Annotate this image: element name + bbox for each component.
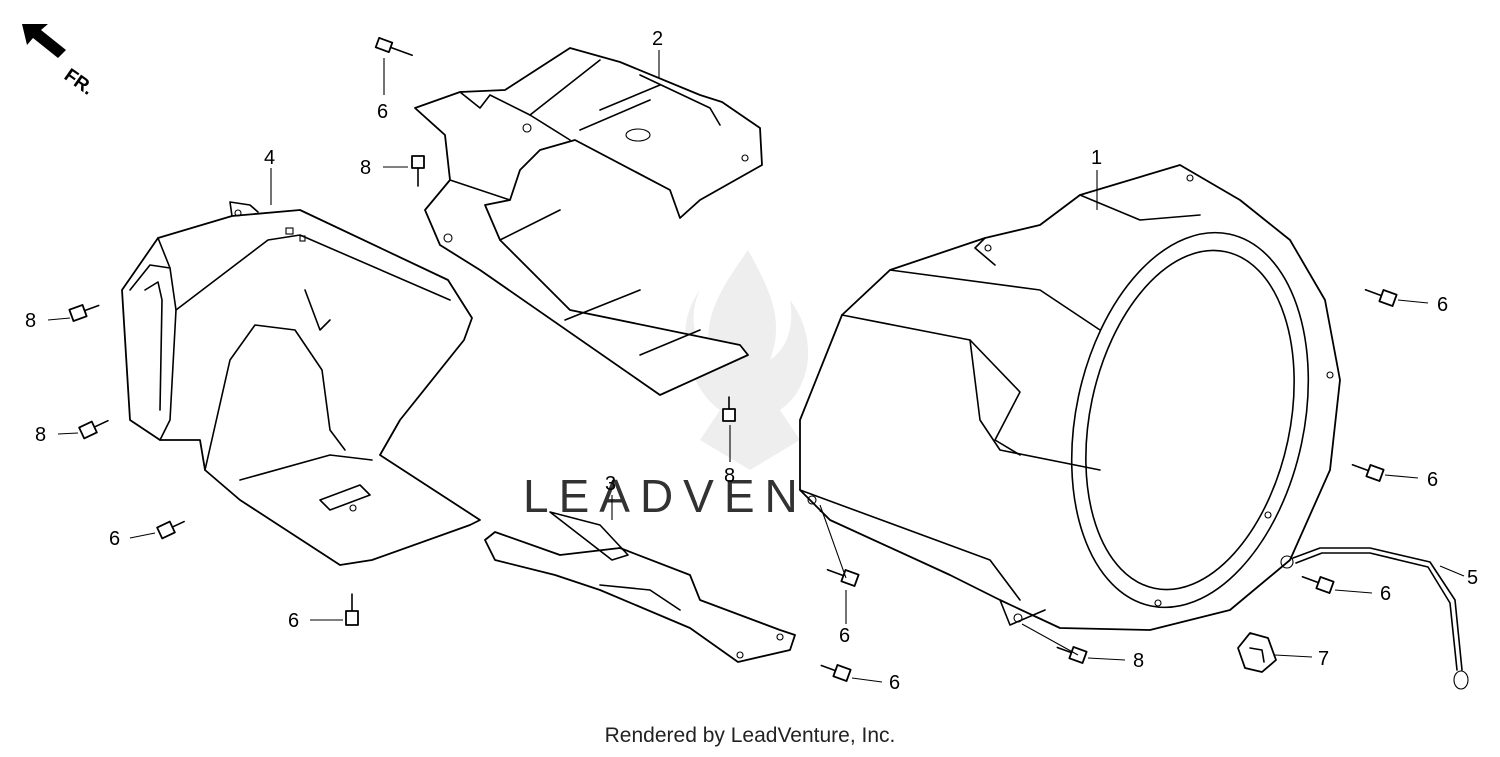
bolt-6-right-2 bbox=[1351, 463, 1385, 482]
callout-4: 4 bbox=[264, 147, 275, 169]
callout-8-center: 8 bbox=[724, 465, 735, 487]
callout-8-left-1: 8 bbox=[25, 310, 36, 332]
bolt-6-left bbox=[156, 520, 185, 540]
bolt-6-bottom bbox=[345, 593, 359, 626]
callout-1: 1 bbox=[1091, 147, 1102, 169]
watermark-logo-icon bbox=[685, 250, 809, 470]
callout-6-bottom-center: 6 bbox=[889, 672, 900, 694]
part-4-shroud bbox=[121, 201, 481, 566]
callouts: 1 2 3 4 5 6 6 6 6 6 6 6 6 6 7 8 8 8 8 8 bbox=[25, 28, 1478, 694]
bolt-6-shroud-bottom bbox=[826, 568, 860, 587]
bolt-6-bottom-center bbox=[820, 664, 852, 682]
bolt-6-right-3 bbox=[1301, 575, 1335, 594]
callout-6-top: 6 bbox=[377, 101, 388, 123]
callout-6-right-3: 6 bbox=[1380, 583, 1391, 605]
part-7-clip bbox=[1237, 632, 1277, 673]
leader-lines bbox=[47, 50, 1465, 683]
footer-credit: Rendered by LeadVenture, Inc. bbox=[604, 724, 896, 747]
callout-7: 7 bbox=[1318, 648, 1329, 670]
callout-6-right-1: 6 bbox=[1437, 294, 1448, 316]
part-2-cover bbox=[414, 47, 763, 396]
bolt-6-top bbox=[374, 37, 413, 57]
callout-6-bottom: 6 bbox=[288, 610, 299, 632]
callout-8-bottom-right: 8 bbox=[1133, 650, 1144, 672]
part-3-bracket bbox=[484, 511, 796, 663]
front-direction: FR. bbox=[22, 24, 97, 100]
part-1-fan-shroud bbox=[799, 164, 1341, 631]
bolt-8-center bbox=[722, 396, 736, 422]
bolt-8-left-2 bbox=[78, 419, 109, 440]
callout-6-left: 6 bbox=[109, 528, 120, 550]
callout-8-left-2: 8 bbox=[35, 424, 46, 446]
callout-6-shroud-bottom: 6 bbox=[839, 625, 850, 647]
bolts bbox=[68, 37, 1398, 682]
part-5-ground-cable bbox=[1280, 547, 1469, 690]
callout-8-mid: 8 bbox=[360, 157, 371, 179]
callout-5: 5 bbox=[1467, 567, 1478, 589]
callout-6-right-2: 6 bbox=[1427, 469, 1438, 491]
front-arrow-icon bbox=[22, 24, 66, 58]
bolt-8-left-1 bbox=[68, 304, 100, 322]
front-arrow-label: FR. bbox=[60, 65, 97, 100]
callout-2: 2 bbox=[652, 28, 663, 50]
bolt-6-right-1 bbox=[1364, 288, 1398, 307]
callout-3: 3 bbox=[605, 473, 616, 495]
bolt-8-mid bbox=[411, 155, 425, 187]
